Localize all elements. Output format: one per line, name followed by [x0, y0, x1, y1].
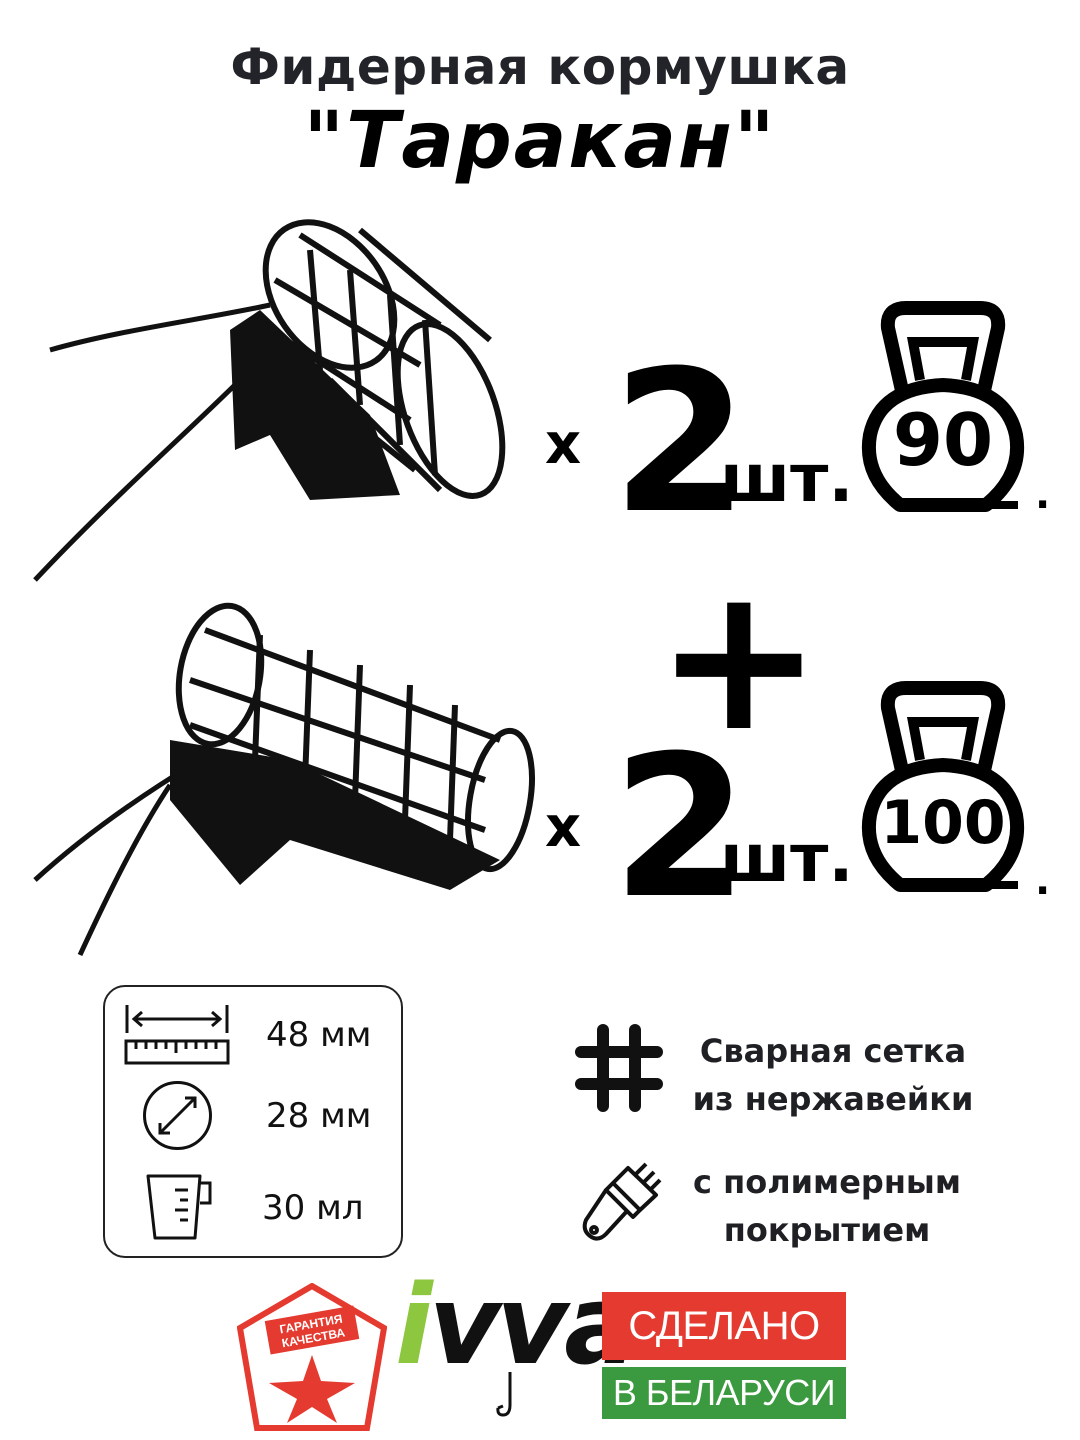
plus-sign: + — [655, 543, 823, 776]
weight-2: 100 — [880, 788, 1006, 858]
feature-coating-line1: с полимерным — [692, 1163, 962, 1201]
feature-mesh-line2: из нержавейки — [692, 1080, 974, 1118]
trailing-dot-2: . — [1035, 858, 1051, 904]
spec-length: 48 мм — [266, 1015, 372, 1055]
page-title: Фидерная кормушка — [230, 38, 850, 96]
ruler-icon — [124, 1005, 230, 1065]
diameter-icon — [143, 1081, 212, 1150]
multiplier-1: x — [545, 412, 582, 477]
weight-1: 90 — [892, 398, 994, 482]
kettlebell-icon — [861, 301, 1025, 512]
made-in-badge-bottom: В БЕЛАРУСИ — [602, 1367, 846, 1419]
feature-coating-line2: покрытием — [723, 1211, 931, 1249]
spec-diameter: 28 мм — [266, 1096, 372, 1136]
feature-mesh-line1: Сварная сетка — [699, 1032, 967, 1070]
feeder-image-bottom — [33, 602, 535, 957]
specs-panel — [103, 985, 403, 1258]
unit-2: шт. — [720, 820, 854, 897]
brand-logo: ivva — [395, 1261, 638, 1389]
measuring-cup-icon — [146, 1174, 212, 1240]
quantity-1: 2 — [612, 329, 749, 557]
quantity-2: 2 — [612, 714, 749, 942]
product-name: "Таракан" — [303, 96, 777, 186]
multiplier-2: x — [545, 795, 582, 860]
paint-brush-icon — [582, 1162, 662, 1241]
feeder-image-top — [33, 219, 506, 582]
unit-1: шт. — [720, 440, 854, 517]
kettlebell-icon — [861, 681, 1025, 892]
trailing-dot-1: . — [1035, 472, 1051, 518]
fishing-hook-icon — [496, 1372, 512, 1417]
spec-volume: 30 мл — [262, 1188, 364, 1228]
quality-guarantee-seal: ГАРАНТИЯ КАЧЕСТВА — [237, 1283, 387, 1431]
grid-mesh-icon — [575, 1024, 663, 1112]
made-in-badge-top: СДЕЛАНО — [602, 1292, 846, 1360]
